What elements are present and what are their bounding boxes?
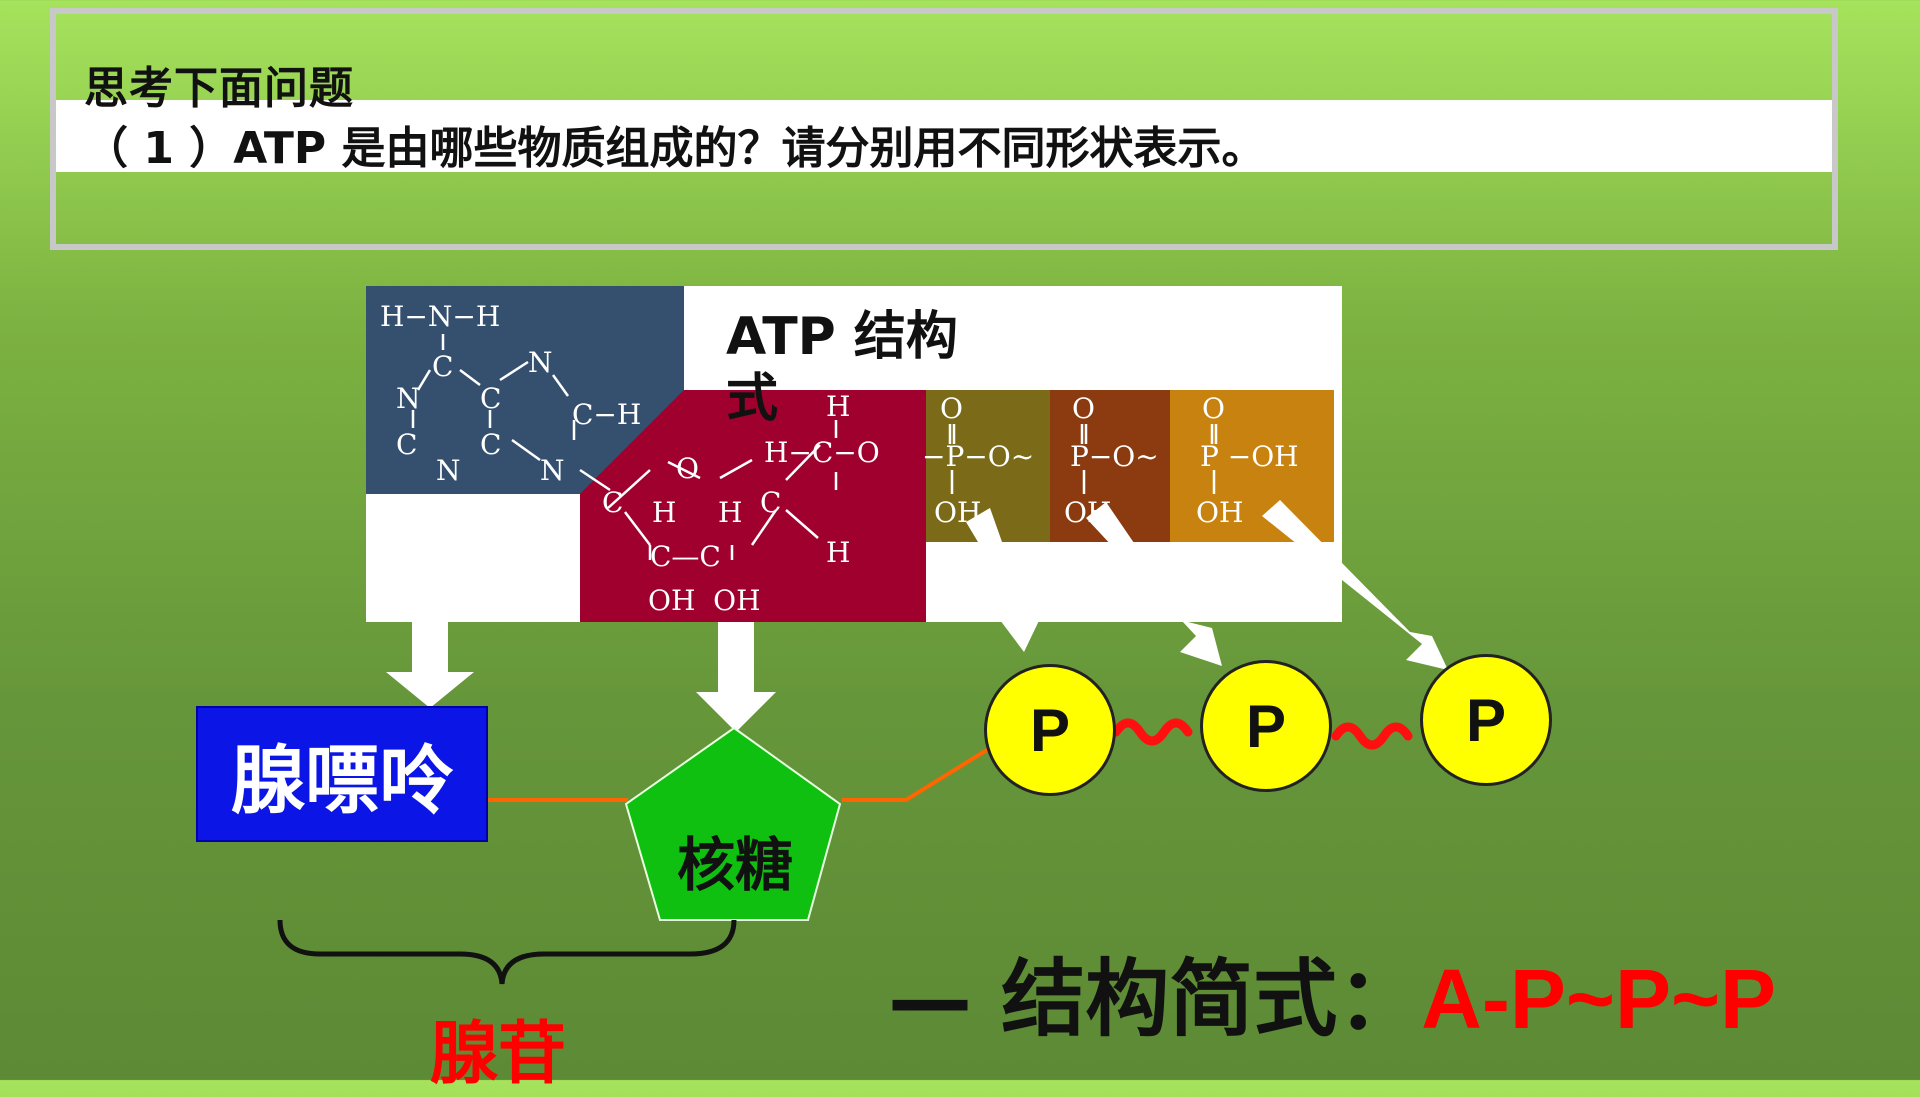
atom-nh2: H−N−H — [380, 300, 501, 333]
atom-c4: C — [480, 428, 502, 461]
structure-title: ATP 结构式 — [726, 307, 958, 429]
atom-hco: H−C−O — [764, 436, 880, 469]
atom-p1-oh: OH — [934, 496, 982, 529]
phosphate-block-3 — [1170, 390, 1334, 542]
atom-o-ring: O — [676, 452, 699, 485]
phosphate-circle-2: P — [1200, 660, 1332, 792]
atom-p3-o: O — [1202, 392, 1225, 425]
formula-line: — 结构简式：A-P~P~P — [888, 932, 1776, 1053]
adenosine-label: 腺苷 — [430, 1015, 567, 1094]
atom-h1: H — [652, 496, 677, 529]
atom-h2: H — [718, 496, 743, 529]
down-arrows — [386, 500, 1448, 732]
phosphate-circle-3: P — [1420, 654, 1552, 786]
phosphate-circle-1: P — [984, 664, 1116, 796]
ribose-label: 核糖 — [676, 831, 793, 899]
atom-n3: N — [436, 454, 461, 487]
adenine-box: 腺嘌呤 — [196, 706, 488, 842]
atom-p2-oh: OH — [1064, 496, 1112, 529]
atom-c3: C — [396, 428, 418, 461]
question-box — [50, 8, 1838, 250]
atom-h-top: H — [826, 390, 851, 423]
atom-n4: N — [540, 454, 565, 487]
atom-p1: −P−O~ — [922, 440, 1035, 473]
ribose-block-corner — [580, 390, 684, 494]
atom-p1-o: O — [940, 392, 963, 425]
arrow-phosphate-1 — [966, 508, 1046, 652]
high-energy-bond-1 — [1111, 718, 1193, 746]
arrow-phosphate-2 — [1086, 502, 1222, 666]
atom-cc: C—C — [650, 540, 721, 573]
high-energy-bond-2 — [1331, 722, 1413, 750]
arrow-phosphate-3 — [1262, 500, 1448, 670]
question-text: （ 1 ）ATP 是由哪些物质组成的？请分别用不同形状表示。 — [84, 123, 1266, 174]
atom-ch: C−H — [572, 398, 642, 431]
atom-p2-o: O — [1072, 392, 1095, 425]
ribose-phosphate-connector — [842, 746, 992, 802]
atom-n1: N — [528, 346, 553, 379]
arrow-adenine — [386, 622, 474, 708]
atom-p3: P −OH — [1200, 440, 1299, 473]
formula-label: — 结构简式： — [888, 950, 1422, 1048]
atom-h3: H — [826, 536, 851, 569]
atom-c-right: C — [760, 486, 782, 519]
adenosine-brace — [277, 919, 737, 985]
formula-value: A-P~P~P — [1421, 952, 1777, 1046]
question-band — [56, 100, 1832, 172]
atom-p3-oh: OH — [1196, 496, 1244, 529]
atom-oh-pair: OH OH — [648, 584, 761, 617]
question-heading: 思考下面问题 — [84, 63, 354, 114]
atom-c2: C — [480, 382, 502, 415]
atom-n2: N — [396, 382, 421, 415]
atom-p2: P−O~ — [1070, 440, 1159, 473]
atom-c-left: C — [602, 486, 624, 519]
molecule-bonds — [411, 334, 1218, 560]
atom-c1: C — [432, 350, 454, 383]
arrow-ribose — [696, 622, 776, 732]
